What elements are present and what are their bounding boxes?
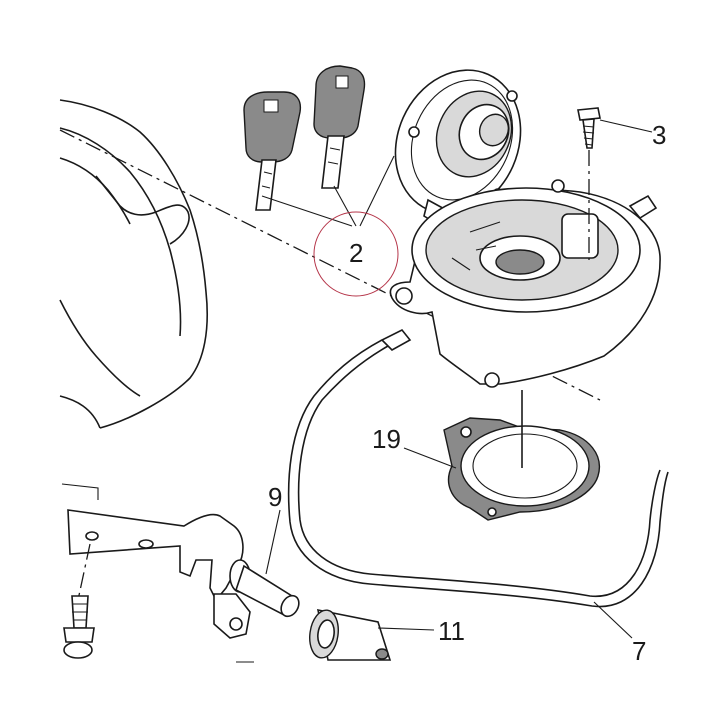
screw-leader: [599, 119, 653, 133]
key-left: [243, 91, 302, 211]
hose-leader: [593, 601, 633, 639]
callout-pin: 9: [268, 482, 282, 512]
gasket-leader: [403, 447, 457, 469]
sleeve-leader: [377, 627, 435, 631]
fuel-cap-flange: [389, 179, 661, 388]
bracket-bolt: [63, 595, 95, 659]
keys-leader: [261, 155, 395, 227]
screw: [577, 107, 653, 260]
callout-gasket: 19: [372, 424, 401, 454]
fuel-cap-assembly: [389, 69, 661, 388]
callout-sleeve: 11: [438, 616, 465, 646]
gasket: [403, 390, 600, 521]
key-right: [313, 65, 366, 189]
callout-hose: 7: [632, 636, 646, 666]
callout-keys: 2: [349, 238, 363, 268]
mounting-bracket: [61, 483, 251, 639]
pin-leader: [265, 509, 281, 575]
callout-screw: 3: [652, 120, 666, 150]
vent-hose: [287, 328, 669, 639]
ignition-keys: [243, 65, 395, 227]
callout-highlight-circle: [313, 211, 399, 297]
fuel-tank-outline: [59, 99, 209, 429]
sleeve: [309, 608, 435, 661]
pivot-pin: [229, 509, 300, 618]
